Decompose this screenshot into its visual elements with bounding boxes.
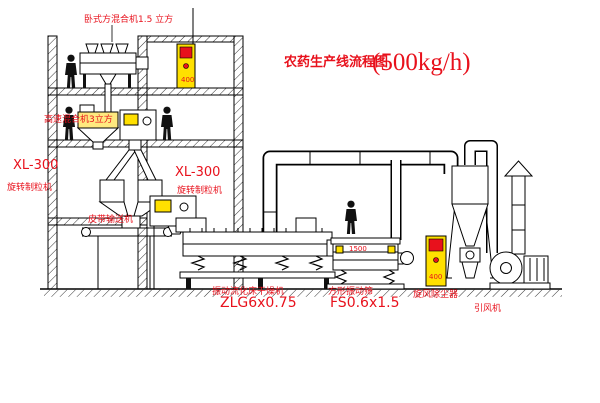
cabinet-indicator-light xyxy=(183,63,189,69)
ground xyxy=(40,288,562,297)
mixer-feed-hopper xyxy=(85,43,99,54)
high-speed-mixer xyxy=(76,104,120,150)
granulator-1 xyxy=(98,109,164,229)
exhaust-ducting xyxy=(262,140,498,253)
worker-silhouette xyxy=(161,106,173,140)
rotary-valve-shaft xyxy=(465,250,475,260)
mixer-discharge-cone xyxy=(99,73,117,85)
dryer-springs xyxy=(190,255,324,271)
control-cabinet-right: 400 xyxy=(425,235,447,287)
dryer-name-label: 振动流化床干燥机 xyxy=(212,285,284,297)
screen-dim-label: 1500 xyxy=(349,245,367,253)
granulator1-drop-pipe xyxy=(128,139,142,151)
cabinet-indicator-panel xyxy=(428,238,444,252)
dust-bin xyxy=(461,261,479,279)
dryer-model-label: ZLG6x0.75 xyxy=(220,295,297,311)
control-cabinet-top: 400 xyxy=(176,8,196,89)
dryer-hood xyxy=(295,217,317,233)
screen-springs xyxy=(334,269,396,285)
fan-base xyxy=(489,282,551,290)
cyclone-leg xyxy=(446,203,456,279)
roof-beam xyxy=(146,35,235,43)
screen-base xyxy=(326,283,405,290)
granulator1-panel xyxy=(123,113,139,126)
high-speed-mixer-label: 高速混合机3立方 xyxy=(44,113,113,125)
granulator2-model-label: XL-300 xyxy=(175,165,220,180)
screen-rim xyxy=(330,237,401,245)
screen-model-label: FS0.6x1.5 xyxy=(330,295,400,311)
fan-hub xyxy=(500,262,512,274)
dryer-base-frame xyxy=(179,271,336,279)
granulator1-model-label: XL-300 xyxy=(13,158,58,173)
stack-rain-cap xyxy=(503,160,534,177)
granulator2-name-label: 旋转制粒机 xyxy=(177,184,222,196)
receiving-bin-1 xyxy=(99,179,125,203)
fan-name-label: 引风机 xyxy=(474,302,501,314)
mixer-motor xyxy=(135,56,149,70)
vibrating-screen xyxy=(326,237,414,290)
cabinet-indicator-light xyxy=(433,257,439,263)
fluid-bed-dryer xyxy=(175,217,337,289)
screen-motor xyxy=(400,251,414,265)
cabinet-right-label: 400 xyxy=(429,273,442,281)
worker-silhouette xyxy=(65,54,77,88)
granulator2-dial xyxy=(179,202,189,212)
belt-conveyor xyxy=(81,227,173,289)
screen-corner-block xyxy=(335,245,344,254)
cyclone-name-label: 旋风除尘器 xyxy=(413,288,458,300)
cyclone-cone xyxy=(451,203,489,247)
mixer2-motor xyxy=(79,104,95,113)
mixer-leg xyxy=(83,74,86,88)
column-left xyxy=(47,35,58,290)
dryer-leg xyxy=(258,278,263,289)
floor-slab-2 xyxy=(47,87,244,96)
bin1-cone xyxy=(98,201,129,217)
induced-draft-fan xyxy=(489,160,551,290)
duct-flange-ticks xyxy=(263,150,431,213)
mixer-leg xyxy=(128,74,131,88)
mixer2-pipe xyxy=(92,141,104,150)
capacity-title: (500kg/h) xyxy=(372,49,471,76)
fan-motor-ribs xyxy=(529,258,545,281)
stack-flanges xyxy=(512,204,525,231)
column-right xyxy=(233,35,244,290)
granulator2-panel xyxy=(154,199,172,213)
granulator1-name-label: 旋转制粒机 xyxy=(7,181,52,193)
y-chute-left xyxy=(104,149,137,181)
dryer-leg xyxy=(186,278,191,289)
cyclone-outlet-duct-body xyxy=(465,141,497,253)
mixer-discharge-pipe xyxy=(104,83,112,113)
mezzanine-slab xyxy=(47,217,148,226)
ground-hatch xyxy=(44,289,562,297)
screen-corner-block xyxy=(387,245,396,254)
screen-name-label: 方形振动筛 xyxy=(328,285,373,297)
cabinet-top-label: 400 xyxy=(181,76,194,84)
mixer-feed-hopper xyxy=(100,43,114,54)
exhaust-stack xyxy=(511,175,526,255)
belt-conveyor-label: 皮带输送机 xyxy=(88,213,133,225)
granulator1-dial xyxy=(142,116,152,126)
belt-roller xyxy=(81,227,91,237)
top-mixer xyxy=(79,25,149,113)
cabinet-indicator-panel xyxy=(179,46,193,59)
floor-slab-3 xyxy=(47,139,244,148)
cyclone-cylinder xyxy=(451,165,489,205)
mixer-feed-hopper xyxy=(115,43,129,54)
worker-silhouette xyxy=(345,200,357,234)
page-title: 农药生产线流程图 xyxy=(283,54,388,70)
cyclone-separator xyxy=(444,165,497,279)
diagram-labels: 农药生产线流程图 (500kg/h) 卧式方混合机1.5 立方 高速混合机3立方… xyxy=(7,13,501,314)
top-mixer-label: 卧式方混合机1.5 立方 xyxy=(84,13,173,25)
building-frame xyxy=(47,35,244,290)
